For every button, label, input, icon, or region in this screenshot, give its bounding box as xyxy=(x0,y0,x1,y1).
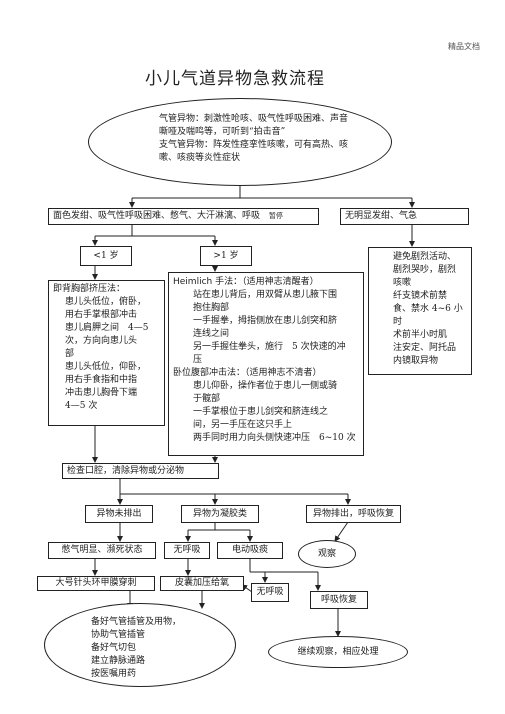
age-over-1-box: >1 岁 xyxy=(200,246,252,266)
infant-method-line-3: 用右手掌根部冲击 xyxy=(65,310,138,320)
intubation-prep-ellipse: 备好气管插管及用物， 协助气管插管 备好气切包 建立静脉通路 按医嘱用药 xyxy=(44,603,236,687)
breathing-restored-box: 呼吸恢复 xyxy=(310,591,368,609)
avoid-line-2: 剧烈哭吵，剧烈 xyxy=(393,265,457,275)
heimlich-line-2: 站在患儿背后，用双臂从患儿腋下围 xyxy=(193,290,338,300)
electric-suction-box: 电动吸痰 xyxy=(217,542,283,559)
infant-method-line-4: 患儿肩胛之间 4—5 xyxy=(65,323,149,333)
check-mouth-text: 检查口腔，清除异物或分泌物 xyxy=(67,466,185,476)
gel-foreign-body-box: 异物为凝胶类 xyxy=(181,505,259,523)
heimlich-method-box: Heimlich 手法：（适用神志清醒者） 站在患儿背后，用双臂从患儿腋下围 抱… xyxy=(168,272,364,456)
avoid-line-5: 食、禁水 4~6 小 xyxy=(393,304,463,314)
infant-method-line-5: 次，方向向患儿头 xyxy=(65,336,138,346)
heimlich-line-8: 卧位腹部冲击法：（适用神志不清者） xyxy=(173,368,322,378)
heimlich-line-1: Heimlich 手法：（适用神志清醒者） xyxy=(173,277,319,287)
infant-method-line-9: 冲击患儿胸骨下端 xyxy=(65,388,138,398)
bag-oxygen-box: 皮囊加压给氧 xyxy=(160,576,244,591)
suffocation-text: 憋气明显、濒死状态 xyxy=(61,545,143,555)
heimlich-line-4: 一手握拳，拇指侧放在患儿剑突和脐 xyxy=(193,316,338,326)
bagging-text: 皮囊加压给氧 xyxy=(174,578,229,588)
intro-line-4: 嗽、咳痰等炎性症状 xyxy=(159,153,241,163)
age-under-1-box: <1 岁 xyxy=(80,246,132,266)
intro-line-3: 支气管异物：阵发性痉挛性咳嗽，可有高热、咳 xyxy=(159,140,349,150)
foreign-body-expelled-box: 异物排出，呼吸恢复 xyxy=(306,505,401,523)
avoid-line-3: 咳嗽 xyxy=(393,278,412,288)
observe-ellipse: 观察 xyxy=(298,540,356,568)
heimlich-line-9: 患儿仰卧，操作者位于患儿一侧或骑 xyxy=(193,381,338,391)
apnea-2-text: 无呼吸 xyxy=(256,587,284,597)
prep-line-1: 备好气管插管及用物， xyxy=(91,617,182,627)
page-title: 小儿气道异物急救流程 xyxy=(145,69,325,89)
foreign-body-not-expelled-box: 异物未排出 xyxy=(85,505,153,523)
no-symptoms-text: 无明显发绀、气急 xyxy=(345,211,418,221)
symptoms-text: 面色发绀、吸气性呼吸困难、憋气、大汗淋漓、呼吸 xyxy=(53,211,261,221)
age-over-1-label: >1 岁 xyxy=(213,250,239,261)
heimlich-line-7: 压 xyxy=(193,355,203,365)
suction-text: 电动吸痰 xyxy=(231,545,268,555)
heimlich-line-11: 一手掌根位于患儿剑突和脐连线之 xyxy=(193,407,329,417)
infant-method-line-6: 部 xyxy=(65,349,75,359)
watermark: 精品文档 xyxy=(448,42,480,51)
no-breathing-box-2: 无呼吸 xyxy=(251,583,289,602)
jelly-text: 异物为凝胶类 xyxy=(192,508,247,519)
symptoms-box: 面色发绀、吸气性呼吸困难、憋气、大汗淋漓、呼吸 暂停 xyxy=(48,208,319,225)
avoid-line-9: 内镜取异物 xyxy=(393,356,439,366)
needle-text: 大号针头环甲膜穿刺 xyxy=(55,578,137,588)
observe-text: 观察 xyxy=(317,548,336,559)
intro-line-1: 气管异物：刺激性呛咳、吸气性呼吸困难、声音 xyxy=(159,114,349,124)
heimlich-line-6: 另一手握住拳头，施行 5 次快速的冲 xyxy=(193,342,346,352)
avoid-line-7: 术前半小时肌 xyxy=(393,330,448,340)
avoid-line-8: 注安定、阿托品 xyxy=(393,343,457,353)
intro-line-2: 嘶哑及喘鸣等，可听到“拍击音” xyxy=(159,127,286,137)
avoid-activity-box: 避免剧烈活动、 剧烈哭吵，剧烈 咳嗽 纤支镜术前禁 食、禁水 4~6 小 时 术… xyxy=(368,247,472,375)
intro-symptoms-ellipse: 气管异物：刺激性呛咳、吸气性呼吸困难、声音 嘶哑及喘鸣等，可听到“拍击音” 支气… xyxy=(88,98,392,186)
infant-method-line-10: 4—5 次 xyxy=(65,401,98,411)
near-death-box: 憋气明显、濒死状态 xyxy=(48,542,156,559)
avoid-line-6: 时 xyxy=(393,317,403,327)
no-symptoms-box: 无明显发绀、气急 xyxy=(340,208,469,225)
prep-line-3: 备好气切包 xyxy=(91,643,137,653)
heimlich-line-10: 于髋部 xyxy=(193,394,221,404)
prep-line-4: 建立静脉通路 xyxy=(91,656,146,666)
heimlich-line-12: 间，另一手压在这只手上 xyxy=(193,420,293,430)
infant-method-line-8: 用右手食指和中指 xyxy=(65,375,138,385)
prep-line-2: 协助气管插管 xyxy=(91,630,146,640)
continue-observe-ellipse: 继续观察，相应处理 xyxy=(268,636,408,668)
heimlich-line-13: 两手同时用力向头侧快速冲压 6~10 次 xyxy=(193,433,356,443)
infant-back-chest-method-box: 即背胸部挤压法： 患儿头低位，俯卧， 用右手掌根部冲击 患儿肩胛之间 4—5 次… xyxy=(48,280,165,426)
avoid-line-4: 纤支镜术前禁 xyxy=(393,291,448,301)
expelled-text: 异物排出，呼吸恢复 xyxy=(312,508,394,519)
infant-method-line-2: 患儿头低位，俯卧， xyxy=(65,297,147,307)
continue-observe-text: 继续观察，相应处理 xyxy=(297,646,379,657)
heimlich-line-3: 抱住胸部 xyxy=(193,303,230,313)
prep-line-5: 按医嘱用药 xyxy=(91,669,137,679)
no-breathing-box-1: 无呼吸 xyxy=(164,542,210,559)
infant-method-line-1: 即背胸部挤压法： xyxy=(53,284,126,294)
needle-puncture-box: 大号针头环甲膜穿刺 xyxy=(37,576,155,591)
heimlich-line-5: 连线之间 xyxy=(193,329,230,339)
pause-tag: 暂停 xyxy=(268,212,283,220)
check-mouth-box: 检查口腔，清除异物或分泌物 xyxy=(62,463,219,479)
not-expelled-text: 异物未排出 xyxy=(96,508,142,519)
avoid-line-1: 避免剧烈活动、 xyxy=(393,252,457,262)
apnea-1-text: 无呼吸 xyxy=(173,545,201,555)
age-under-1-label: <1 岁 xyxy=(93,250,119,261)
infant-method-line-7: 患儿头低位，仰卧， xyxy=(65,362,147,372)
breathing-restored-text: 呼吸恢复 xyxy=(320,594,357,605)
